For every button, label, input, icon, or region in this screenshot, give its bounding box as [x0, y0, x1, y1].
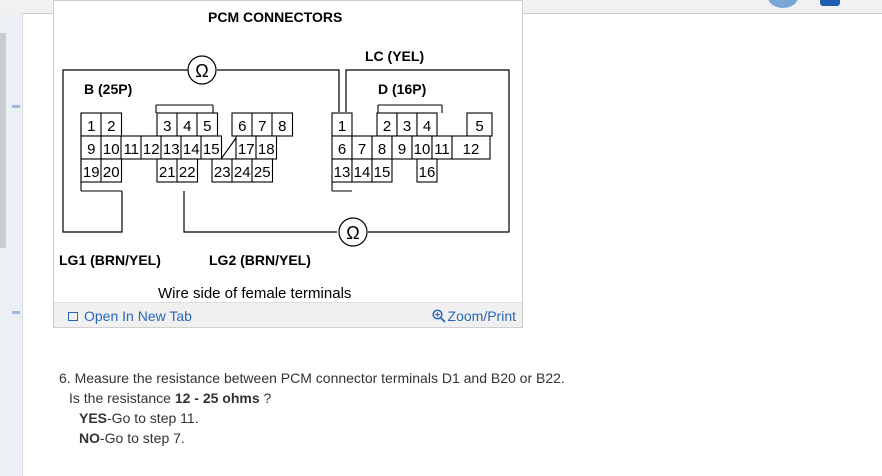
yes-option: YES-Go to step 11. — [59, 408, 565, 428]
panel-marker — [12, 311, 20, 314]
pin-label: 2 — [107, 118, 115, 135]
pin-label: 11 — [434, 141, 450, 158]
pcm-connector-diagram: PCM CONNECTORS LC (YEL) B (25P) D (16P) … — [59, 9, 510, 301]
zoom-icon — [431, 309, 446, 323]
pin-label: 6 — [238, 118, 246, 135]
lc-label: LC (YEL) — [365, 48, 424, 64]
pin-label: 9 — [87, 141, 95, 158]
pin-label: 1 — [87, 118, 95, 135]
pin-label: 8 — [278, 118, 286, 135]
pin-label: 21 — [159, 164, 176, 181]
pin-cell — [200, 135, 223, 160]
pin-label: 3 — [163, 118, 171, 135]
pin-label: 12 — [463, 141, 480, 158]
pin-label: 1 — [338, 118, 346, 135]
pin-label: 10 — [414, 141, 431, 158]
ohmmeter-bottom: Ω — [338, 217, 368, 247]
lg1-label: LG1 (BRN/YEL) — [59, 252, 161, 268]
pin-cell — [371, 158, 393, 183]
step-text: 6. Measure the resistance between PCM co… — [59, 370, 565, 386]
left-side-panel — [0, 13, 23, 476]
pin-label: 16 — [419, 164, 436, 181]
yes-label: YES — [79, 410, 108, 426]
b-connector-label: B (25P) — [84, 81, 132, 97]
pin-label: 7 — [258, 118, 266, 135]
pin-label: 10 — [103, 141, 120, 158]
pin-label: 3 — [403, 118, 411, 135]
zoom-print-link[interactable]: Zoom/Print — [431, 308, 516, 324]
pin-cell — [451, 135, 491, 160]
pin-label: 22 — [179, 164, 196, 181]
pin-label: 17 — [238, 141, 255, 158]
zoom-print-label: Zoom/Print — [447, 308, 516, 324]
pin-label: 4 — [423, 118, 431, 135]
pin-label: 13 — [163, 141, 180, 158]
figure-container: PCM CONNECTORS LC (YEL) B (25P) D (16P) … — [53, 0, 523, 328]
notification-icon[interactable] — [820, 0, 840, 6]
pin-label: 14 — [183, 141, 200, 158]
d-connector-label: D (16P) — [378, 81, 426, 97]
pin-label: 24 — [234, 164, 251, 181]
pin-cell — [251, 158, 274, 183]
yes-text: -Go to step 11. — [107, 410, 199, 426]
resistance-value: 12 - 25 ohms — [174, 390, 260, 406]
no-label: NO — [79, 430, 100, 446]
pin-label: 13 — [334, 164, 351, 181]
avatar[interactable] — [768, 0, 798, 8]
no-option: NO-Go to step 7. — [59, 428, 565, 448]
pin-label: 11 — [123, 141, 139, 158]
pin-label: 7 — [358, 141, 366, 158]
open-in-new-tab-link[interactable]: Open In New Tab — [68, 308, 192, 324]
panel-marker — [12, 105, 20, 108]
no-text: -Go to step 7. — [100, 430, 185, 446]
pin-cell — [271, 112, 294, 137]
pin-label: 12 — [143, 141, 160, 158]
figure-footer: Open In New Tab Zoom/Print — [54, 302, 522, 327]
new-tab-icon — [68, 312, 78, 321]
pin-label: 15 — [374, 164, 391, 181]
pin-label: 20 — [103, 164, 120, 181]
pin-cell — [416, 158, 438, 183]
pin-label: 8 — [378, 141, 386, 158]
resistance-question: Is the resistance 12 - 25 ohms ? — [69, 390, 272, 406]
svg-text:Ω: Ω — [195, 61, 208, 81]
wiring-lines — [62, 69, 510, 233]
pin-label: 25 — [254, 164, 271, 181]
pin-label: 15 — [203, 141, 220, 158]
diagram-title: PCM CONNECTORS — [208, 9, 342, 25]
svg-text:Ω: Ω — [346, 223, 359, 243]
pin-label: 4 — [183, 118, 191, 135]
pin-label: 2 — [383, 118, 391, 135]
pin-label: 5 — [203, 118, 211, 135]
connector-line — [220, 137, 237, 160]
pin-label: 6 — [338, 141, 346, 158]
diagram-caption: Wire side of female terminals — [158, 285, 351, 301]
pin-label: 14 — [354, 164, 371, 181]
pin-label: 5 — [475, 118, 483, 135]
lg2-label: LG2 (BRN/YEL) — [209, 252, 311, 268]
ohmmeter-top: Ω — [187, 55, 217, 85]
pin-cell — [176, 158, 199, 183]
pin-label: 23 — [214, 164, 231, 181]
pin-cell — [100, 158, 123, 183]
instructions: 6. Measure the resistance between PCM co… — [59, 368, 565, 448]
open-in-new-tab-label: Open In New Tab — [84, 308, 192, 324]
pin-label: 18 — [258, 141, 275, 158]
pin-label: 9 — [398, 141, 406, 158]
scrollbar[interactable] — [0, 33, 6, 248]
pin-label: 19 — [83, 164, 100, 181]
